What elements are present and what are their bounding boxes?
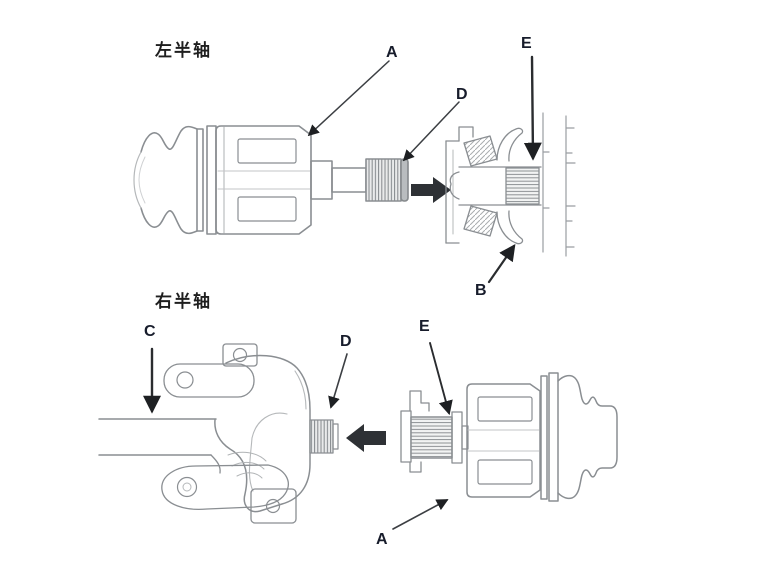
set-ring-plate — [451, 411, 463, 464]
leader-arrow-d-left-axle — [402, 101, 460, 162]
case-wall — [542, 112, 576, 257]
leader-arrow-a-right-axle — [392, 499, 449, 530]
leader-arrow-a-left-axle — [307, 60, 390, 137]
inboard-joint-housing — [466, 383, 541, 498]
differential-cross-section-drawing — [445, 112, 576, 257]
intermediate-shaft — [98, 418, 217, 456]
insert-left-arrow-icon — [346, 424, 386, 452]
set-ring — [496, 210, 524, 245]
leader-arrow-e-left-axle — [523, 55, 542, 161]
callout-label-d-bottom: D — [340, 333, 352, 350]
lower-arm — [161, 464, 289, 511]
cv-boot — [133, 125, 198, 235]
callout-label-e-bottom: E — [419, 318, 430, 335]
left-axle-drawing — [133, 125, 409, 235]
bearing-support-drawing — [98, 343, 339, 524]
callout-label-d-top: D — [456, 86, 468, 103]
boot-clamp — [196, 125, 217, 235]
knuckle-body — [214, 354, 311, 513]
bearing-upper — [463, 135, 498, 167]
callout-label-a-top: A — [386, 44, 398, 61]
leader-arrow-e-right-axle — [429, 342, 453, 416]
spline-shaft-end — [410, 416, 453, 459]
leader-arrow-b-left-axle — [487, 243, 516, 284]
callout-label-e-top: E — [521, 35, 532, 52]
section-title-left-axle: 左半轴 — [155, 41, 212, 60]
cv-boot — [557, 374, 618, 500]
callout-label-b: B — [475, 282, 487, 299]
insert-right-arrow-icon — [411, 177, 451, 203]
callout-label-a-bottom: A — [376, 531, 388, 548]
callout-label-c: C — [144, 323, 156, 340]
inboard-joint-housing — [215, 125, 312, 235]
side-gear-spline-bore — [505, 167, 540, 205]
bearing-lower — [463, 205, 498, 237]
leader-arrow-d-right-axle — [328, 353, 348, 409]
support-spline-stub — [309, 419, 339, 454]
section-title-right-axle: 右半轴 — [155, 292, 212, 311]
boot-clamp — [540, 372, 559, 502]
right-axle-drawing — [400, 372, 618, 502]
spline-shaft-end — [310, 158, 409, 202]
retainer-lip-upper — [496, 127, 524, 162]
